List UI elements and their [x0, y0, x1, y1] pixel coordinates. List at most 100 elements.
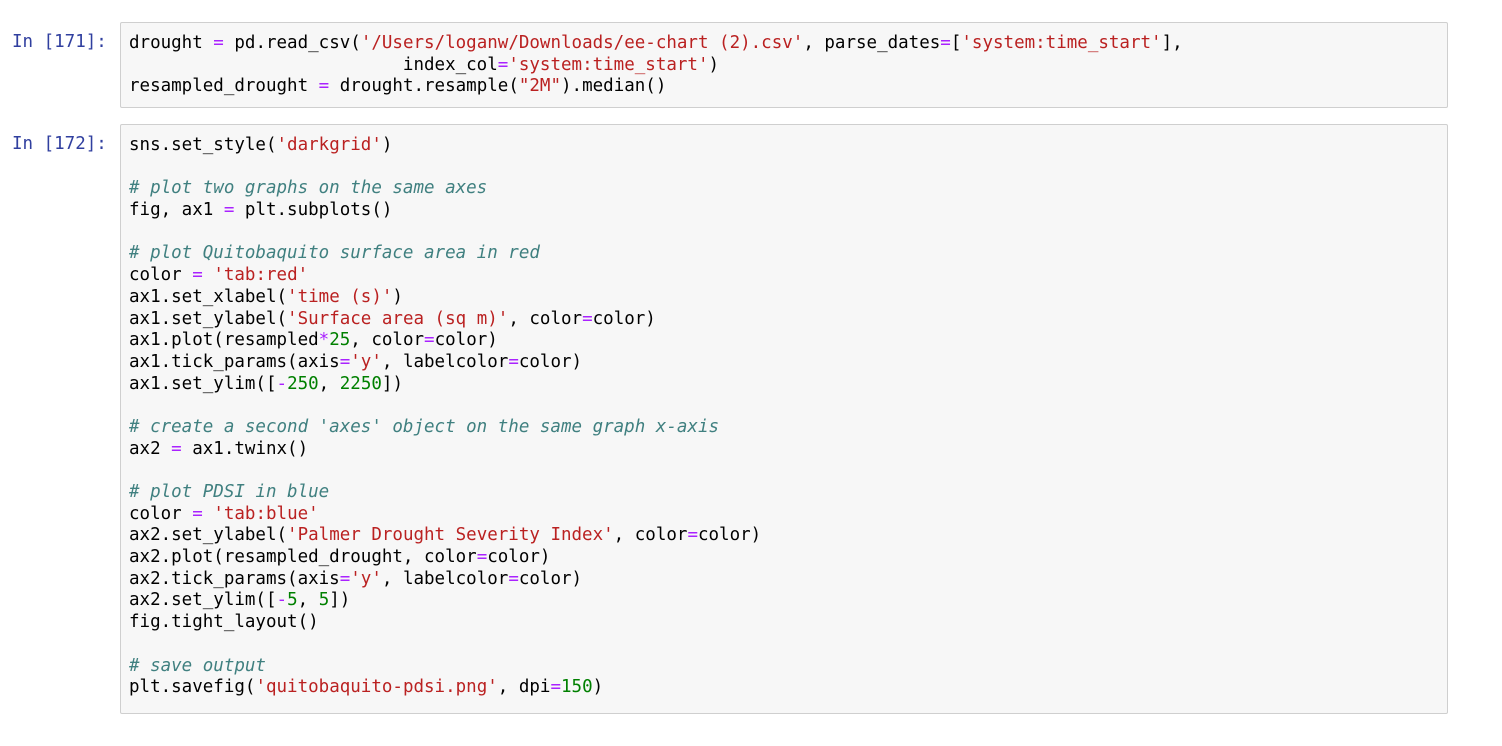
- code-token: =: [223, 200, 235, 221]
- code-token: ax1.twinx(): [181, 438, 309, 459]
- code-token: ]): [329, 590, 351, 611]
- code-line: ax1.set_ylim([-250, 2250]): [129, 374, 1441, 396]
- code-token: color: [129, 265, 193, 286]
- code-token: =: [192, 503, 203, 524]
- code-cell-172[interactable]: In [172]: sns.set_style('darkgrid') # pl…: [0, 124, 1502, 714]
- code-token: sns.set_style(: [129, 135, 277, 155]
- code-token: ax1.tick_params(axis: [129, 351, 340, 372]
- code-token: 150: [561, 677, 593, 698]
- code-token: plt.savefig(: [129, 677, 256, 698]
- code-token: color: [129, 503, 193, 524]
- code-token: [: [950, 33, 962, 53]
- code-token: ax2.set_ylim([: [129, 590, 277, 611]
- code-token: ],: [1161, 33, 1183, 53]
- code-token: # create a second 'axes' object on the s…: [129, 416, 720, 437]
- code-token: pd.read_csv(: [223, 33, 361, 53]
- code-token: color): [697, 525, 762, 546]
- code-token: [203, 504, 214, 524]
- code-token: '/Users/loganw/Downloads/ee-chart (2).cs…: [360, 33, 804, 53]
- code-token: =: [508, 351, 519, 372]
- code-token: =: [339, 351, 351, 372]
- code-token: 5: [287, 590, 298, 611]
- code-token: =: [424, 330, 435, 351]
- code-token: "2M": [518, 76, 562, 97]
- code-line: fig.tight_layout(): [129, 612, 1441, 634]
- code-token: 2250: [339, 373, 382, 394]
- code-token: , dpi: [497, 677, 551, 698]
- code-line: ax1.set_xlabel('time (s)'): [129, 287, 1441, 309]
- code-token: fig.tight_layout(): [129, 612, 319, 633]
- code-token: index_col: [129, 54, 498, 75]
- code-token: ax1.plot(resampled: [129, 330, 319, 351]
- code-token: *: [318, 330, 330, 351]
- code-token: =: [508, 568, 519, 589]
- code-input-area[interactable]: drought = pd.read_csv('/Users/loganw/Dow…: [120, 22, 1448, 108]
- code-token: 250: [287, 373, 319, 394]
- code-token: =: [192, 265, 203, 286]
- code-line: ax1.set_ylabel('Surface area (sq m)', co…: [129, 309, 1441, 331]
- code-token: plt.subplots(): [234, 200, 393, 221]
- code-token: drought: [129, 33, 214, 53]
- code-line: [129, 634, 1441, 656]
- code-token: =: [550, 677, 561, 698]
- code-token: , parse_dates: [803, 33, 941, 53]
- code-token: # plot Quitobaquito surface area in red: [129, 243, 540, 264]
- code-token: resampled_drought: [129, 76, 319, 97]
- code-token: # plot PDSI in blue: [129, 482, 330, 502]
- code-cell-171[interactable]: In [171]: drought = pd.read_csv('/Users/…: [0, 22, 1502, 108]
- code-token: , color: [508, 308, 583, 329]
- code-token: ax1.set_ylim([: [129, 373, 277, 394]
- code-token: ).median(): [561, 76, 667, 97]
- code-token: =: [940, 33, 951, 53]
- code-token: ax1.set_xlabel(: [129, 286, 288, 307]
- code-token: ax2.plot(resampled_drought, color: [129, 547, 477, 568]
- code-line: [129, 395, 1441, 417]
- code-line: ax2.set_ylabel('Palmer Drought Severity …: [129, 525, 1441, 547]
- cell-prompt: In [171]:: [12, 32, 107, 52]
- code-token: ): [381, 135, 393, 155]
- code-line: ax1.tick_params(axis='y', labelcolor=col…: [129, 352, 1441, 374]
- code-token: ax2.tick_params(axis: [129, 568, 340, 589]
- code-token: 'tab:red': [213, 265, 309, 286]
- code-token: ax1.set_ylabel(: [129, 308, 288, 329]
- code-token: # plot two graphs on the same axes: [129, 178, 488, 199]
- code-input-area[interactable]: sns.set_style('darkgrid') # plot two gra…: [120, 124, 1448, 714]
- code-token: 'system:time_start': [508, 54, 709, 75]
- code-token: 'tab:blue': [213, 503, 319, 524]
- code-token: -: [276, 590, 288, 611]
- code-token: 'y': [350, 351, 382, 372]
- code-token: [203, 265, 214, 285]
- code-token: , labelcolor: [381, 351, 509, 372]
- code-token: ax2: [129, 438, 172, 459]
- code-token: ): [392, 286, 403, 307]
- code-token: ): [592, 677, 604, 698]
- code-token: fig, ax1: [129, 200, 224, 221]
- code-line: [129, 460, 1441, 482]
- code-line: # plot two graphs on the same axes: [129, 178, 1441, 200]
- code-line: color = 'tab:red': [129, 265, 1441, 287]
- code-token: , color: [613, 525, 688, 546]
- code-token: 25: [329, 330, 351, 351]
- code-line: ax2.tick_params(axis='y', labelcolor=col…: [129, 569, 1441, 591]
- code-line: drought = pd.read_csv('/Users/loganw/Dow…: [129, 33, 1441, 55]
- code-token: ax2.set_ylabel(: [129, 525, 288, 546]
- code-token: =: [497, 54, 509, 75]
- code-token: =: [687, 525, 698, 546]
- code-token: =: [213, 33, 224, 53]
- code-token: =: [318, 76, 330, 97]
- code-token: 'darkgrid': [276, 135, 382, 155]
- code-token: color): [592, 308, 656, 329]
- code-line: ax1.plot(resampled*25, color=color): [129, 330, 1441, 352]
- code-token: 'Palmer Drought Severity Index': [287, 525, 614, 546]
- cell-prompt: In [172]:: [12, 134, 107, 154]
- code-token: 'quitobaquito-pdsi.png': [255, 677, 498, 698]
- code-token: =: [171, 438, 182, 459]
- code-token: ]): [381, 373, 403, 394]
- code-token: color): [518, 351, 583, 372]
- code-token: color): [487, 547, 551, 568]
- code-token: drought.resample(: [329, 76, 519, 97]
- code-line: ax2 = ax1.twinx(): [129, 439, 1441, 461]
- code-line: # save output: [129, 656, 1441, 678]
- code-line: index_col='system:time_start'): [129, 55, 1441, 77]
